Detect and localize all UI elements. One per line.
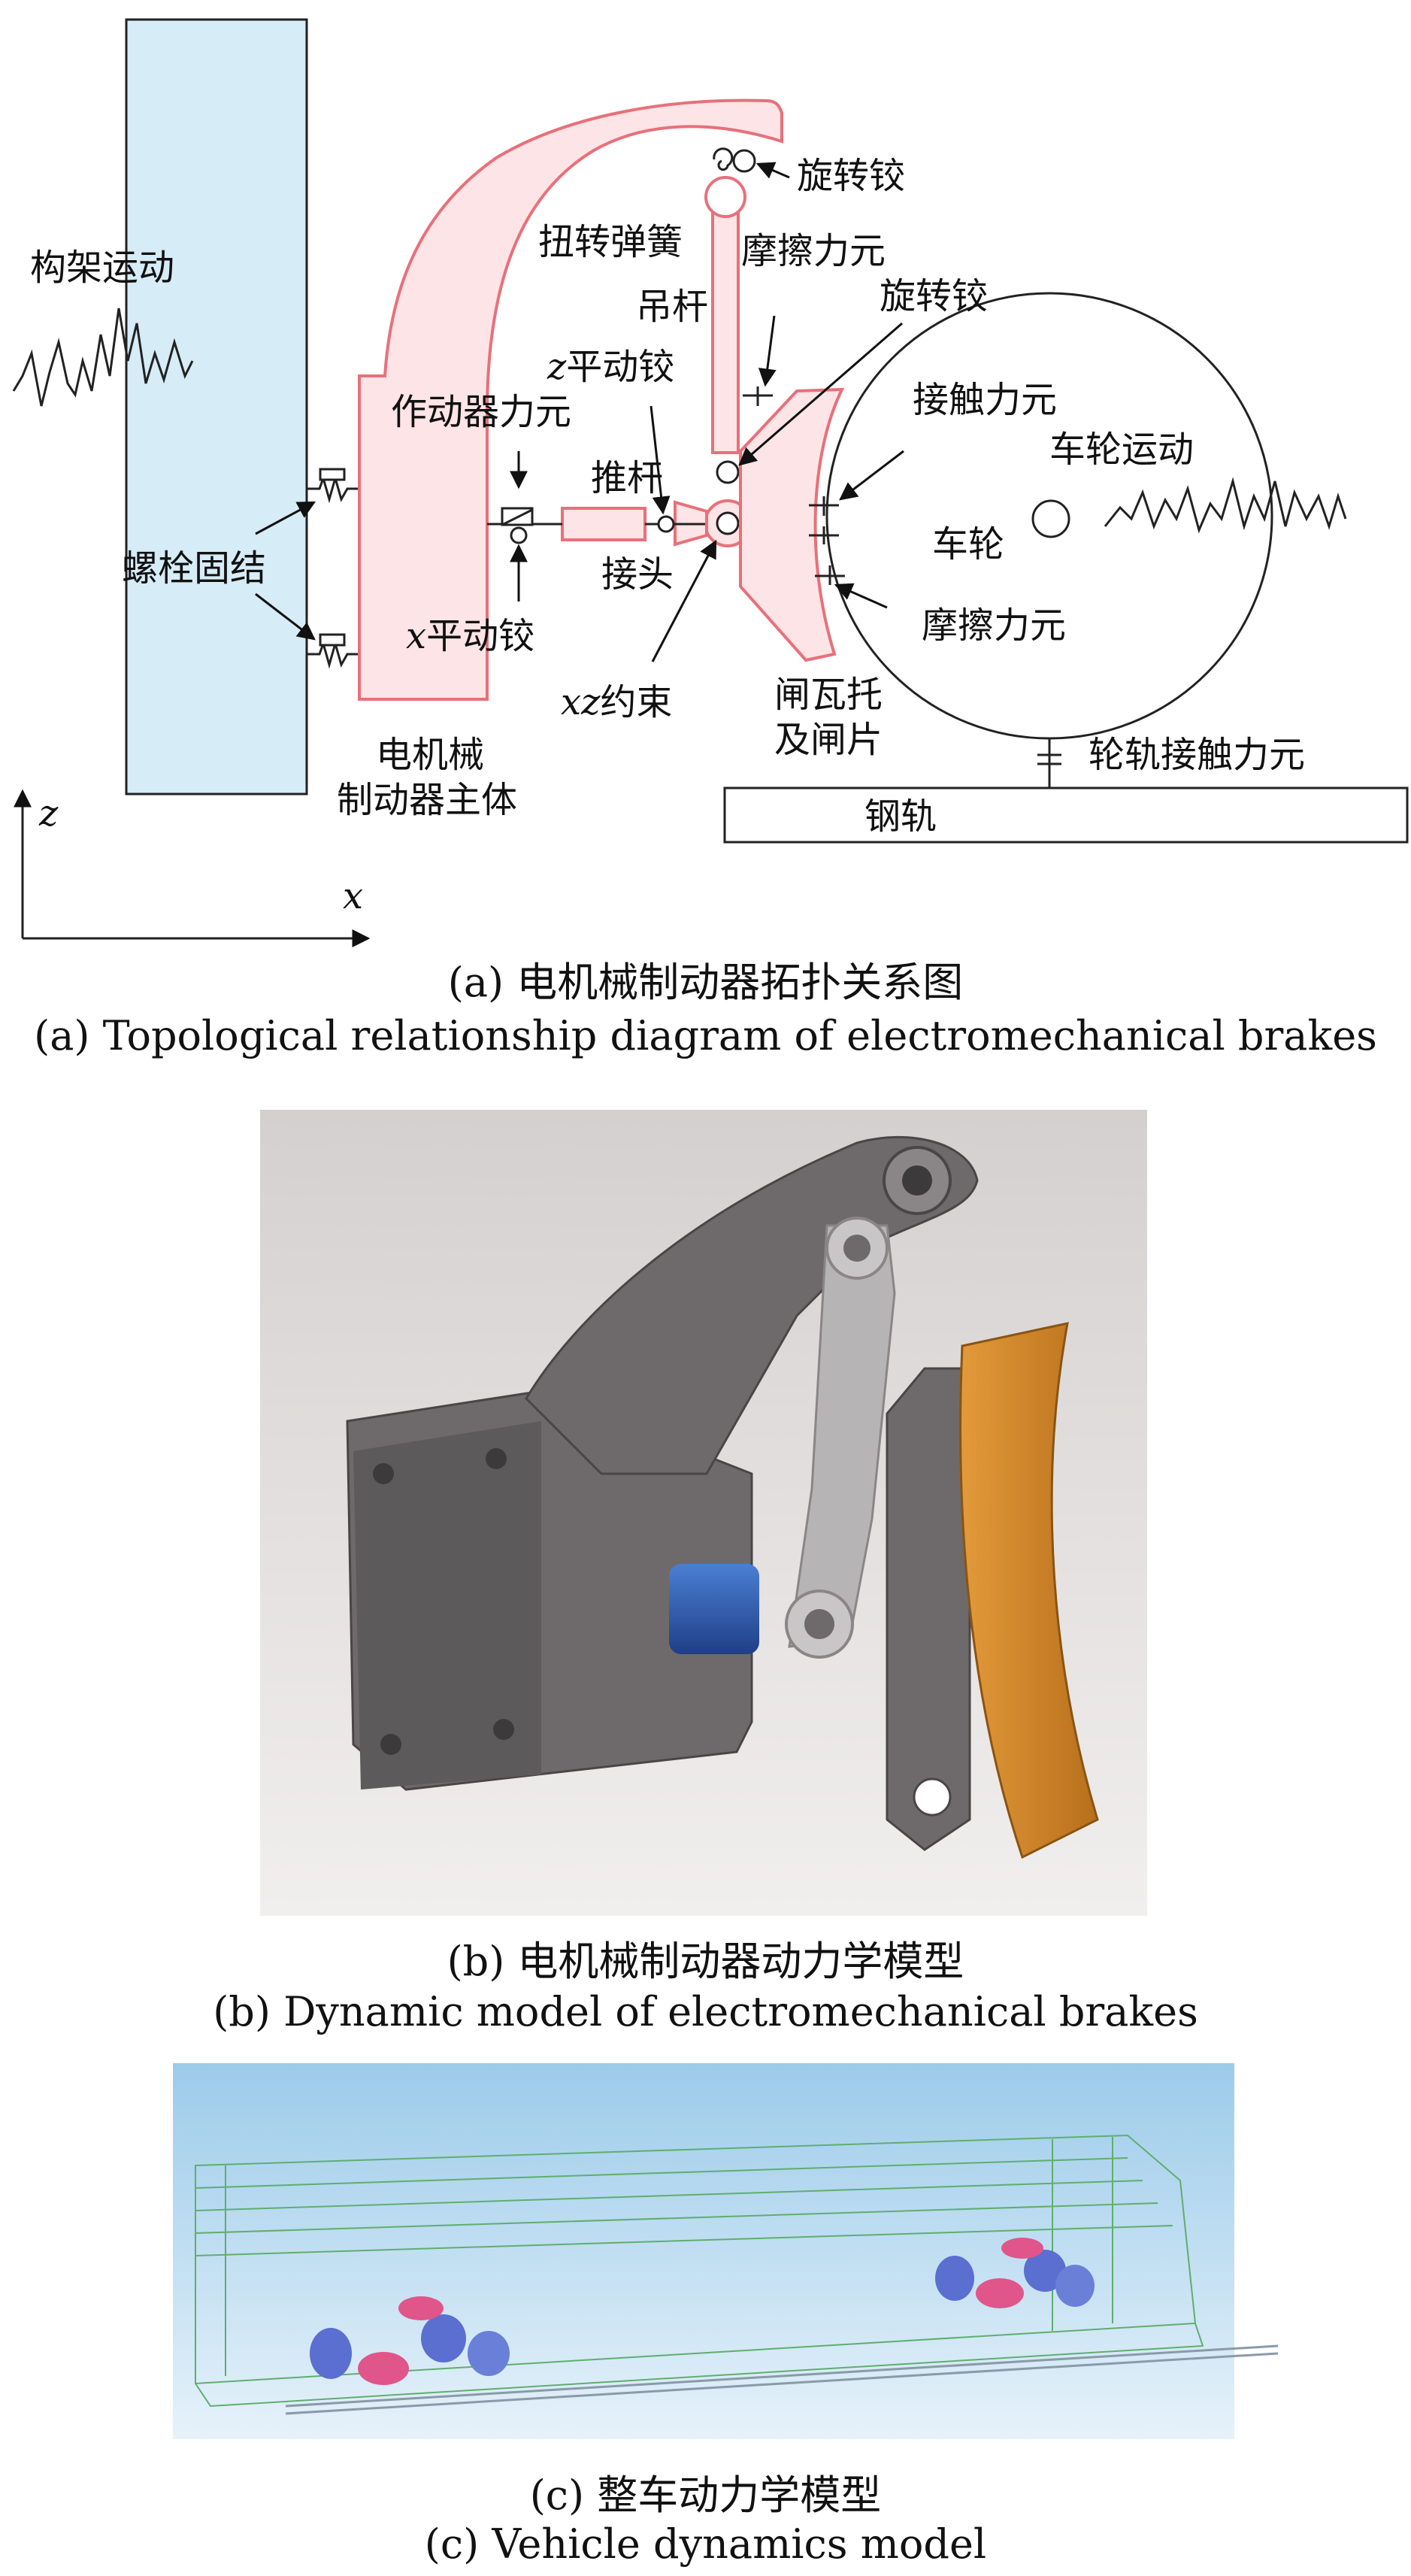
arm-pivot-hole — [902, 1165, 932, 1196]
label-revolute-2: 旋转铰 — [880, 275, 988, 317]
label-friction-1: 摩擦力元 — [741, 230, 886, 272]
leader-lines — [255, 162, 904, 662]
carbody-wireframe — [195, 2134, 1204, 2408]
label-revolute-1: 旋转铰 — [797, 155, 905, 197]
caption-c-cn: (c) 整车动力学模型 — [529, 2471, 882, 2519]
label-contact-force: 接触力元 — [913, 379, 1057, 421]
label-axis-x: x — [343, 875, 363, 917]
label-push-rod: 推杆 — [591, 457, 663, 499]
caption-a-en: (a) Topological relationship diagram of … — [34, 1012, 1377, 1059]
z-translational-joint — [657, 515, 675, 533]
bogie-rear — [935, 2238, 1095, 2308]
label-friction-2: 摩擦力元 — [922, 605, 1066, 647]
label-joint: 接头 — [601, 553, 674, 596]
label-frame-motion: 构架运动 — [30, 247, 174, 289]
vehicle-3d-render — [173, 2063, 1279, 2439]
hanger-rod — [711, 195, 740, 454]
contact-force-symbol — [809, 496, 839, 544]
label-wheel-motion: 车轮运动 — [1049, 429, 1194, 471]
torsion-spring-symbol — [713, 147, 734, 171]
actuator-cylinder — [669, 1564, 759, 1654]
housing-front-face — [353, 1421, 541, 1790]
caption-a-cn: (a) 电机械制动器拓扑关系图 — [447, 959, 964, 1006]
label-shoe-line2: 及闸片 — [774, 719, 883, 761]
panel-b-dynamic-model: (b) 电机械制动器动力学模型 (b) Dynamic model of ele… — [0, 1098, 1411, 2045]
label-axis-z: z — [38, 792, 59, 835]
housing-hole-4 — [493, 1719, 514, 1740]
frame-motion-signal — [12, 308, 194, 407]
label-bolt: 螺栓固结 — [122, 547, 266, 589]
label-wheel-rail: 轮轨接触力元 — [1089, 734, 1305, 776]
label-wheel: 车轮 — [932, 523, 1004, 565]
rail — [723, 786, 1409, 844]
bolt-spring-bottom — [307, 633, 359, 669]
label-body-line1: 电机械 — [376, 734, 484, 776]
revolute-joint-mid — [716, 460, 740, 484]
shoe-holder — [886, 1367, 971, 1851]
bogie-frame — [125, 18, 308, 796]
actuator-force-element — [487, 507, 562, 526]
panel-c-vehicle-model: (c) 整车动力学模型 (c) Vehicle dynamics model — [0, 2053, 1411, 2576]
brake-shoe — [959, 1322, 1099, 1859]
brake-body — [358, 98, 783, 701]
friction-force-symbol-upper — [743, 386, 773, 406]
rail-track — [285, 2344, 1279, 2415]
brake-shoe-holder — [739, 387, 845, 662]
bogie-front — [310, 2296, 510, 2385]
label-xz-constraint: xz约束 — [561, 681, 672, 723]
caption-b-cn: (b) 电机械制动器动力学模型 — [447, 1938, 964, 1985]
link-top-hole-inner — [843, 1235, 871, 1262]
label-z-hinge: z平动铰 — [547, 346, 674, 388]
label-rail: 钢轨 — [864, 796, 937, 838]
link-bottom-hole-inner — [804, 1609, 834, 1639]
holder-hole — [913, 1777, 952, 1817]
housing-hole-2 — [486, 1448, 507, 1469]
caption-c-en: (c) Vehicle dynamics model — [424, 2520, 987, 2568]
label-shoe-line1: 闸瓦托 — [774, 674, 883, 716]
friction-force-symbol-lower — [815, 565, 845, 585]
push-rod — [561, 507, 646, 541]
wheel-motion-signal — [1104, 477, 1347, 534]
panel-a-topology: 构架运动 螺栓固结 作动器力元 z平动铰 推杆 接头 x平动铰 xz约束 扭转弹… — [0, 0, 1411, 1083]
topology-diagram: 构架运动 螺栓固结 作动器力元 z平动铰 推杆 接头 x平动铰 xz约束 扭转弹… — [12, 18, 1409, 947]
housing-hole-1 — [373, 1463, 394, 1484]
label-torsion-spring: 扭转弹簧 — [538, 221, 683, 263]
label-x-hinge: x平动铰 — [406, 615, 534, 657]
x-translational-joint — [510, 526, 528, 544]
housing-hole-3 — [380, 1734, 401, 1755]
brake-3d-render — [260, 1110, 1147, 1916]
bolt-spring-top — [307, 468, 359, 504]
label-hanger: 吊杆 — [636, 286, 708, 328]
hanger-top-pin — [704, 176, 746, 218]
label-body-line2: 制动器主体 — [337, 779, 517, 821]
caption-b-en: (b) Dynamic model of electromechanical b… — [213, 1988, 1198, 2035]
label-actuator-force: 作动器力元 — [391, 391, 571, 433]
wheel-rail-contact-symbol — [1037, 738, 1061, 788]
joint-pin — [716, 511, 740, 535]
revolute-joint-top — [732, 149, 756, 173]
hanger-link — [788, 1224, 896, 1648]
wheel-center — [1031, 499, 1070, 538]
